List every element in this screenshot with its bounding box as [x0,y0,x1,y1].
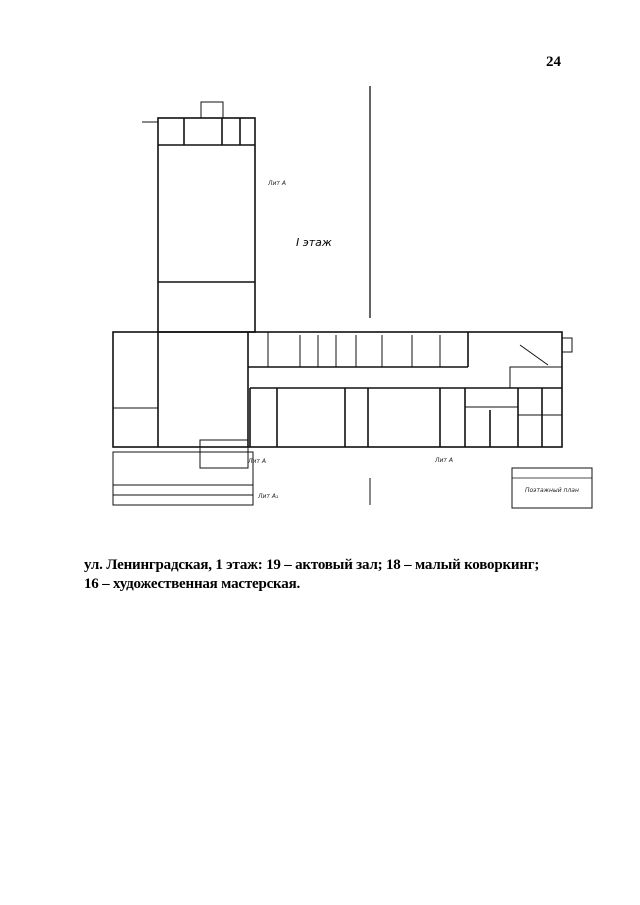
title-stamp [511,467,593,509]
caption-line: 16 – художественная мастерская. [84,576,301,592]
main-block-outline [112,331,563,448]
svg-text:Лит А: Лит А [247,458,266,465]
page-number: 24 [546,54,561,70]
svg-text:Лит А: Лит А [434,457,453,464]
plan-label-lit-a: Лит А [267,180,286,187]
figure-caption: ул. Ленинградская, 1 этаж: 19 – актовый … [84,556,554,594]
svg-text:Поэтажный план: Поэтажный план [525,487,579,494]
floor-label: I этаж [296,236,332,249]
svg-text:Лит А₁: Лит А₁ [257,493,279,500]
north-wing-outline [157,117,256,333]
caption-line: ул. Ленинградская, 1 этаж: 19 – актовый … [84,557,540,573]
